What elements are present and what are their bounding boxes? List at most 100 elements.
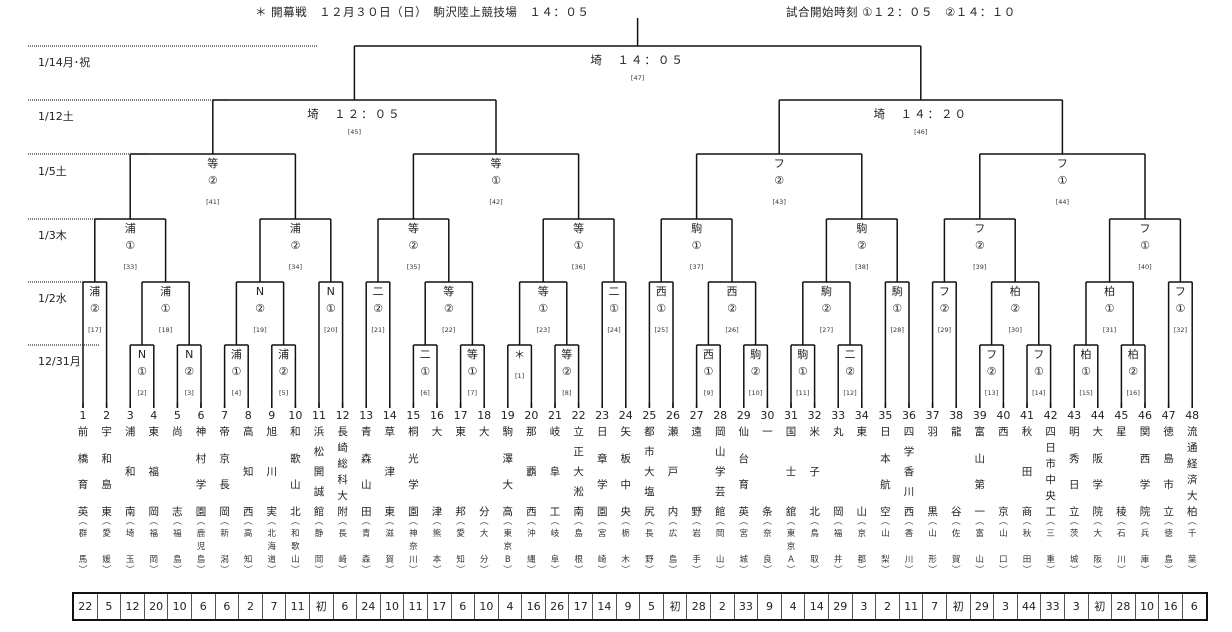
team-number: 47 xyxy=(1161,409,1176,422)
open-paren: ︵ xyxy=(102,517,112,527)
team-number: 9 xyxy=(268,409,276,422)
match-number: [7] xyxy=(467,389,477,397)
team-prefecture: 島根 xyxy=(567,529,591,565)
close-paren: ︶ xyxy=(786,566,796,576)
match-number: [34] xyxy=(288,263,303,271)
prefecture-char: 山 xyxy=(999,529,1008,539)
team-name-char: 駒 xyxy=(502,426,514,438)
close-paren: ︶ xyxy=(880,566,890,576)
match-slot: ① xyxy=(1104,302,1115,315)
open-paren: ︵ xyxy=(668,517,678,527)
team-name-char: 日 xyxy=(1068,479,1080,492)
appearances-cell: 28 xyxy=(686,594,710,619)
prefecture-char: 岡 xyxy=(149,555,159,565)
match-number: [30] xyxy=(1008,326,1022,334)
prefecture-char: 長 xyxy=(645,529,654,539)
team-number: 13 xyxy=(359,409,374,422)
team-name-char: 山 xyxy=(290,479,301,492)
match-venue: 二 xyxy=(844,348,856,361)
team-name-char: 都 xyxy=(644,426,655,438)
appearances-cell: 26 xyxy=(544,594,569,619)
team-name: 西京 xyxy=(991,426,1015,518)
team-name-char: 覇 xyxy=(526,466,537,478)
match-slot: ① xyxy=(656,302,667,315)
match-slot: ② xyxy=(845,365,855,378)
team-name-char: 大 xyxy=(644,466,655,478)
prefecture-char: 山 xyxy=(715,555,725,565)
prefecture-char: 崎 xyxy=(338,555,347,565)
team-name-char: 商 xyxy=(1021,506,1033,518)
team-prefecture: 和歌山 xyxy=(283,529,307,565)
team-name-char: 附 xyxy=(337,506,348,518)
match-slot: ① xyxy=(325,302,336,315)
team-number: 8 xyxy=(244,409,252,422)
prefecture-char: 口 xyxy=(999,555,1008,565)
match-slot: ① xyxy=(1140,239,1150,252)
open-paren: ︵ xyxy=(550,517,560,527)
team-name: 駒澤大高 xyxy=(496,426,520,518)
team-name-char: 長 xyxy=(337,426,348,438)
match-number: [42] xyxy=(489,198,503,206)
team-name-char: 島 xyxy=(101,479,112,492)
prefecture-char: 賀 xyxy=(951,555,961,565)
team-name-char: 大 xyxy=(573,466,584,478)
team-name-char: 秋 xyxy=(1021,426,1033,438)
team-name-char: 山 xyxy=(714,446,726,458)
team-name-char: 龍 xyxy=(950,426,962,438)
match-venue: 等 xyxy=(537,285,549,298)
prefecture-char: B xyxy=(504,555,511,565)
team-name-char: 西 xyxy=(526,506,537,518)
team-name-char: 館 xyxy=(714,506,726,518)
match-number: [16] xyxy=(1126,389,1140,397)
match-number: [18] xyxy=(158,326,173,334)
team-name-char: 空 xyxy=(880,505,891,518)
team-name-char: 西 xyxy=(1139,452,1151,465)
appearances-cell: 11 xyxy=(285,594,309,619)
match-venue: 二 xyxy=(372,285,384,298)
match-number: [13] xyxy=(984,389,999,397)
team-name: 丸岡 xyxy=(826,426,850,518)
team-name-char: 川 xyxy=(903,486,915,498)
team-name-char: 浜 xyxy=(313,426,325,438)
close-paren: ︶ xyxy=(715,566,725,576)
close-paren: ︶ xyxy=(456,566,466,576)
open-paren: ︵ xyxy=(951,517,961,527)
match-venue: 西 xyxy=(655,285,667,298)
match-venue: 柏 xyxy=(1127,348,1139,361)
team-prefecture: 福井 xyxy=(826,529,850,565)
team-name-char: 央 xyxy=(620,505,632,518)
match-venue: N xyxy=(326,285,335,298)
match-number: [2] xyxy=(137,389,147,397)
match-number: [22] xyxy=(442,326,456,334)
team-number: 16 xyxy=(430,409,444,422)
match-number: [20] xyxy=(324,326,338,334)
appearances-cell: 3 xyxy=(993,594,1017,619)
open-paren: ︵ xyxy=(1140,517,1150,527)
team-number: 14 xyxy=(382,409,397,422)
team-name-char: 柏 xyxy=(1186,506,1198,518)
team-name-char: 南 xyxy=(573,506,584,518)
team-prefecture: 千葉 xyxy=(1180,529,1204,565)
team-name: 仙台育英 xyxy=(732,426,756,518)
team-name: 尚志 xyxy=(165,426,189,518)
team-name-char: 東 xyxy=(384,506,396,518)
team-prefecture: 山口 xyxy=(991,529,1015,565)
open-paren: ︵ xyxy=(479,517,489,527)
